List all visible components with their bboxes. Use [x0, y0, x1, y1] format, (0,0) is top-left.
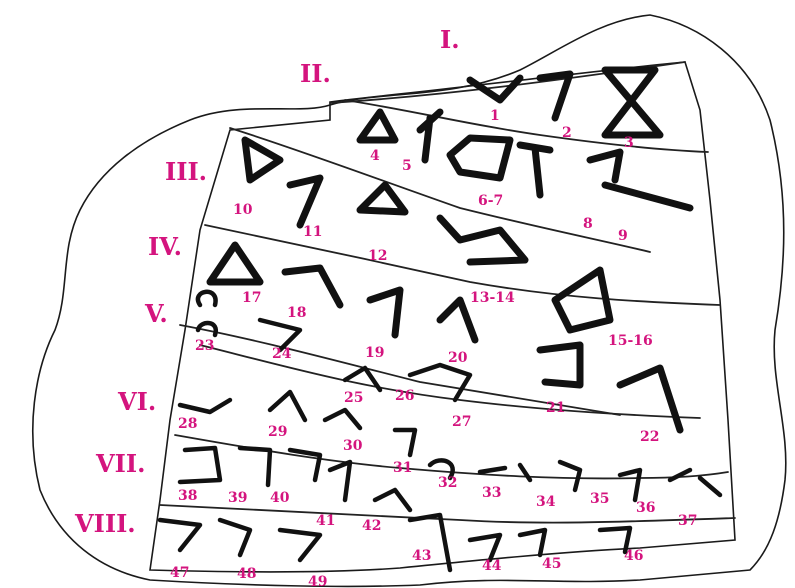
- sign-number: 29: [268, 424, 287, 440]
- sign-number: 19: [365, 345, 384, 361]
- sign-number: 46: [624, 548, 643, 564]
- sign-number: 39: [228, 490, 247, 506]
- sign-number: 8: [583, 216, 593, 232]
- sign-number: 35: [590, 491, 609, 507]
- sign-number: 38: [178, 488, 197, 504]
- sign-number: 23: [195, 338, 214, 354]
- sign-number: 18: [287, 305, 306, 321]
- sign-number: 45: [542, 556, 561, 572]
- sign-number: 9: [618, 228, 628, 244]
- sign-number: 41: [316, 513, 335, 529]
- sign-number: 47: [170, 565, 189, 581]
- sign-number: 36: [636, 500, 655, 516]
- sign-number: 40: [270, 490, 290, 506]
- sign-number: 26: [395, 388, 414, 404]
- sign-number: 6-7: [478, 193, 503, 209]
- sign-numbers: 1 2 3 4 5 6-7 8 9 10 11 12 13-14 15-16 1…: [170, 108, 697, 588]
- sign-number: 32: [438, 475, 457, 491]
- line-label-2: II.: [300, 59, 331, 88]
- sign-number: 11: [303, 224, 322, 240]
- sign-number: 43: [412, 548, 431, 564]
- sign-number: 15-16: [608, 333, 653, 349]
- sign-number: 48: [237, 566, 256, 582]
- line-label-8: VIII.: [74, 509, 136, 538]
- sign-number: 20: [448, 350, 468, 366]
- sign-number: 10: [233, 202, 253, 218]
- sign-number: 21: [546, 400, 565, 416]
- line-label-6: VI.: [117, 387, 156, 416]
- sign-number: 34: [536, 494, 556, 510]
- sign-number: 42: [362, 518, 381, 534]
- line-label-4: IV.: [148, 232, 182, 261]
- line-label-7: VII.: [95, 449, 145, 478]
- sign-number: 30: [343, 438, 363, 454]
- tablet-outline: [149, 61, 736, 573]
- line-label-5: V.: [144, 299, 168, 328]
- sign-number: 37: [678, 513, 697, 529]
- sign-number: 4: [370, 148, 380, 164]
- sign-number: 24: [272, 346, 292, 362]
- sign-number: 2: [562, 125, 572, 141]
- sign-number: 25: [344, 390, 363, 406]
- line-labels: I. II. III. IV. V. VI. VII. VIII.: [74, 25, 460, 538]
- glyphs: [157, 66, 723, 573]
- sign-number: 33: [482, 485, 501, 501]
- sign-number: 1: [490, 108, 500, 124]
- line-label-1: I.: [440, 25, 460, 54]
- line-label-3: III.: [165, 157, 207, 186]
- sign-number: 17: [242, 290, 261, 306]
- sign-number: 27: [452, 414, 471, 430]
- sign-number: 28: [178, 416, 197, 432]
- sign-number: 12: [368, 248, 387, 264]
- sign-number: 31: [393, 460, 412, 476]
- sign-number: 5: [402, 158, 412, 174]
- sign-number: 22: [640, 429, 659, 445]
- sign-number: 13-14: [470, 290, 515, 306]
- sign-number: 44: [482, 558, 502, 574]
- sign-number: 49: [308, 574, 327, 588]
- stone-outline: [32, 14, 787, 588]
- sign-number: 3: [624, 135, 634, 151]
